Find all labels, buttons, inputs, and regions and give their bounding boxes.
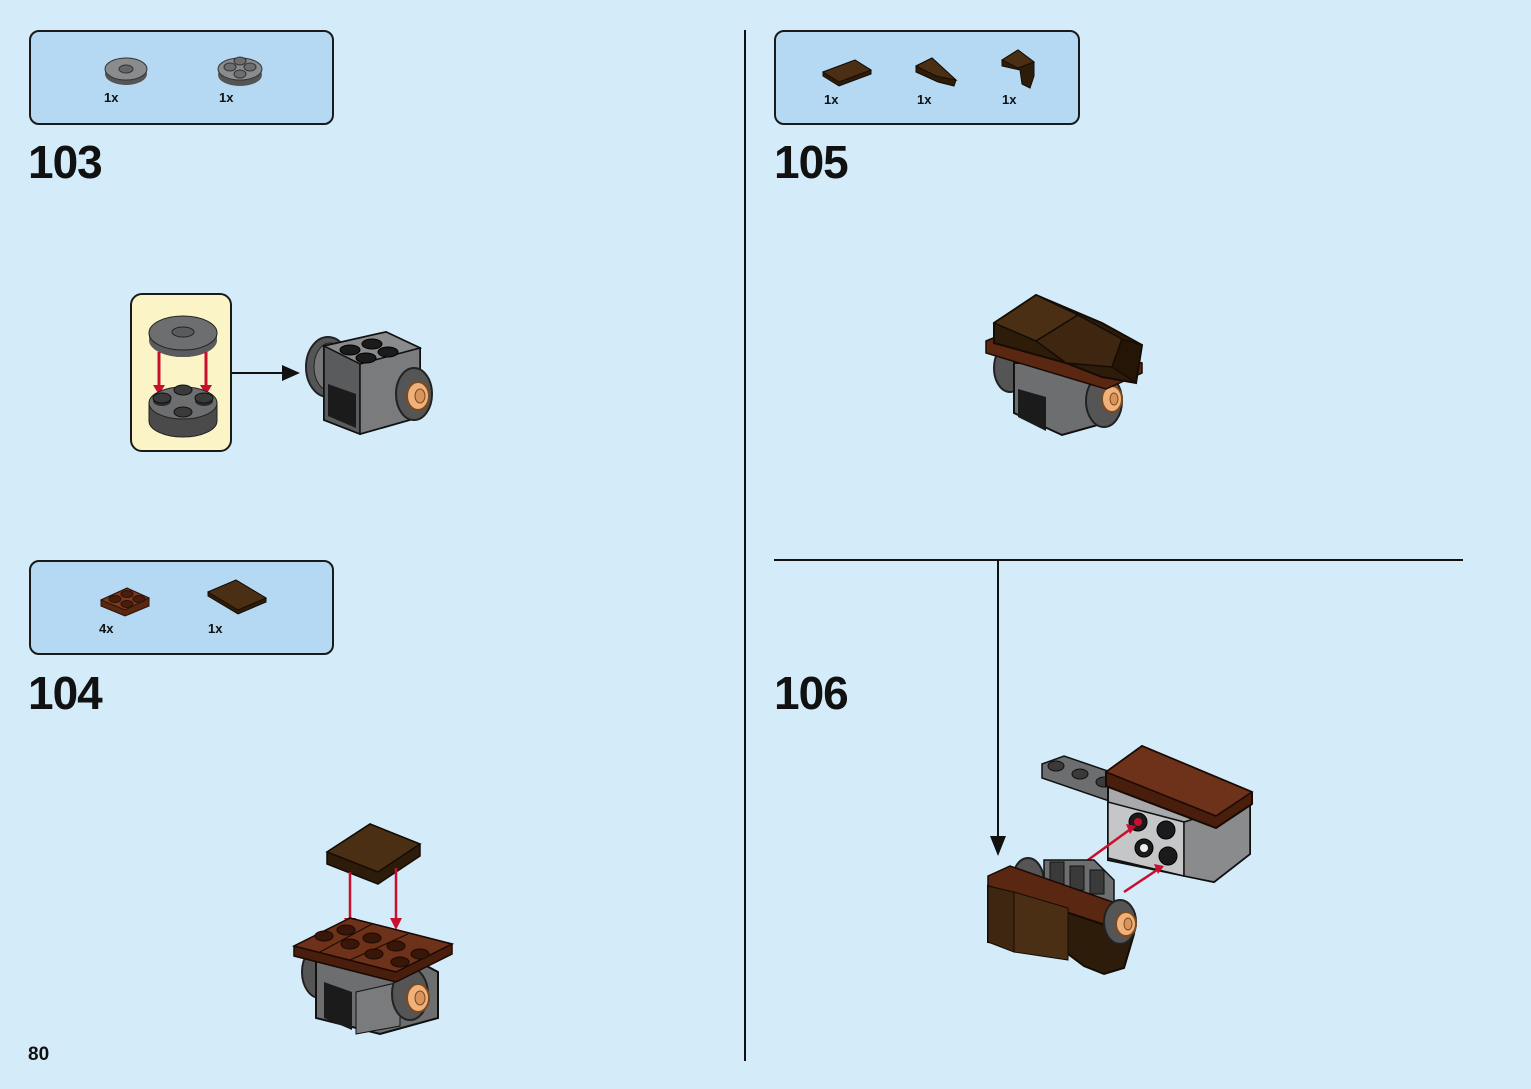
parts-list-step-105: 1x 1x 1x bbox=[774, 30, 1080, 125]
step-number-105: 105 bbox=[774, 136, 849, 188]
step-106-model-illustration bbox=[984, 742, 1259, 992]
step-arrow-right bbox=[232, 364, 302, 382]
dark-brown-wedge-right-icon bbox=[1000, 48, 1040, 92]
step-105-model-illustration bbox=[982, 293, 1152, 438]
gray-round-plate-icon bbox=[103, 54, 149, 88]
page-divider-vertical bbox=[744, 30, 746, 1061]
qty-label: 1x bbox=[219, 90, 234, 105]
gray-round-brick-icon bbox=[216, 50, 264, 88]
qty-label: 1x bbox=[917, 92, 932, 107]
subassembly-callout bbox=[130, 293, 232, 452]
parts-list-step-103: 1x 1x bbox=[29, 30, 334, 125]
dark-brown-wedge-left-icon bbox=[914, 54, 960, 90]
step-104-model-illustration bbox=[290, 822, 460, 1042]
qty-label: 1x bbox=[1002, 92, 1017, 107]
qty-label: 4x bbox=[99, 621, 114, 636]
step-number-104: 104 bbox=[28, 667, 103, 719]
section-divider-horizontal bbox=[774, 559, 1463, 561]
step-number-106: 106 bbox=[774, 667, 849, 719]
qty-label: 1x bbox=[824, 92, 839, 107]
page-number: 80 bbox=[28, 1044, 50, 1065]
qty-label: 1x bbox=[208, 621, 223, 636]
round-plate-on-round-brick-illustration bbox=[132, 295, 234, 454]
subassembly-drop-line bbox=[997, 561, 999, 841]
step-number-103: 103 bbox=[28, 136, 103, 188]
dark-brown-tile-icon bbox=[821, 58, 873, 88]
drop-arrow-head bbox=[989, 836, 1007, 858]
qty-label: 1x bbox=[104, 90, 119, 105]
brown-jumper-plate-icon bbox=[97, 582, 153, 618]
parts-list-step-104: 4x 1x bbox=[29, 560, 334, 655]
step-103-model-illustration bbox=[300, 322, 440, 437]
dark-brown-tile-icon bbox=[206, 578, 268, 616]
